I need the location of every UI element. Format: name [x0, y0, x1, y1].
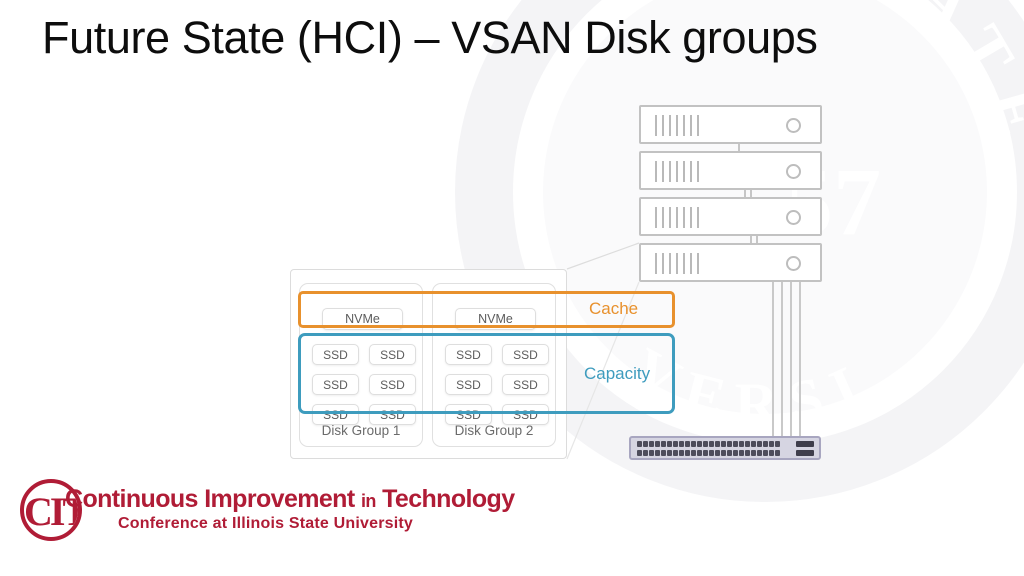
disk-group-2-label: Disk Group 2: [454, 423, 534, 438]
capacity-device-ssd[interactable]: SSD: [445, 374, 492, 395]
disk-groups-panel: NVMe SSD SSD SSD SSD SSD SSD Disk Group …: [290, 269, 675, 459]
rack-link-4: [750, 236, 752, 243]
cache-device-nvme[interactable]: NVMe: [322, 308, 403, 330]
switch-uplink-2: [796, 450, 814, 456]
page-title: Future State (HCI) – VSAN Disk groups: [42, 12, 818, 63]
rack-link-1: [738, 144, 740, 151]
disk-group-1-label: Disk Group 1: [321, 423, 401, 438]
capacity-device-ssd[interactable]: SSD: [312, 374, 359, 395]
server-node-2[interactable]: [639, 151, 822, 190]
server-vents-icon: [655, 207, 699, 228]
seal-text-versi: VERSI: [621, 335, 867, 437]
rack-link-3: [750, 190, 752, 197]
rack-link-5: [756, 236, 758, 243]
server-vents-icon: [655, 161, 699, 182]
cit-conference-logo: CIT Continuous Improvement in Technology…: [20, 479, 515, 543]
capacity-device-ssd[interactable]: SSD: [502, 374, 549, 395]
switch-port-row-bottom: [637, 450, 780, 456]
server-power-knob-icon: [786, 256, 801, 271]
cit-wordmark-part1: Continuous Improvement: [65, 485, 361, 513]
switch-port-bank: [637, 441, 780, 456]
server-node-3[interactable]: [639, 197, 822, 236]
cit-wordmark-in: in: [360, 491, 376, 511]
cit-wordmark: Continuous Improvement in Technology: [65, 485, 515, 514]
capacity-device-ssd[interactable]: SSD: [369, 374, 416, 395]
capacity-device-ssd[interactable]: SSD: [445, 344, 492, 365]
rack-link-2: [744, 190, 746, 197]
capacity-device-ssd[interactable]: SSD: [369, 404, 416, 425]
switch-uplink-group: [796, 441, 814, 456]
capacity-device-ssd[interactable]: SSD: [502, 404, 549, 425]
switch-uplink-1: [796, 441, 814, 447]
server-power-knob-icon: [786, 164, 801, 179]
svg-text:VERSI: VERSI: [621, 335, 883, 437]
cit-monogram: CIT: [24, 489, 82, 534]
capacity-device-ssd[interactable]: SSD: [312, 344, 359, 365]
capacity-device-ssd[interactable]: SSD: [369, 344, 416, 365]
server-vents-icon: [655, 115, 699, 136]
network-cable-3: [790, 282, 792, 438]
switch-port-row-top: [637, 441, 780, 447]
cit-badge-icon: CIT: [20, 479, 82, 541]
cache-tier-label: Cache: [589, 299, 639, 318]
cache-device-nvme[interactable]: NVMe: [455, 308, 536, 330]
cit-wordmark-part2: Technology: [375, 485, 515, 513]
capacity-device-ssd[interactable]: SSD: [312, 404, 359, 425]
disk-group-2[interactable]: NVMe SSD SSD SSD SSD SSD SSD Disk Group …: [432, 283, 556, 447]
cit-subwordmark: Conference at Illinois State University: [118, 515, 413, 532]
server-vents-icon: [655, 253, 699, 274]
server-node-4[interactable]: [639, 243, 822, 282]
capacity-device-ssd[interactable]: SSD: [445, 404, 492, 425]
server-node-1[interactable]: [639, 105, 822, 144]
top-of-rack-switch[interactable]: [629, 436, 821, 460]
network-cable-4: [799, 282, 801, 438]
server-power-knob-icon: [786, 118, 801, 133]
capacity-device-ssd[interactable]: SSD: [502, 344, 549, 365]
capacity-tier-label: Capacity: [584, 364, 651, 383]
network-cable-2: [781, 282, 783, 438]
disk-group-1[interactable]: NVMe SSD SSD SSD SSD SSD SSD Disk Group …: [299, 283, 423, 447]
server-power-knob-icon: [786, 210, 801, 225]
network-cable-1: [772, 282, 774, 438]
